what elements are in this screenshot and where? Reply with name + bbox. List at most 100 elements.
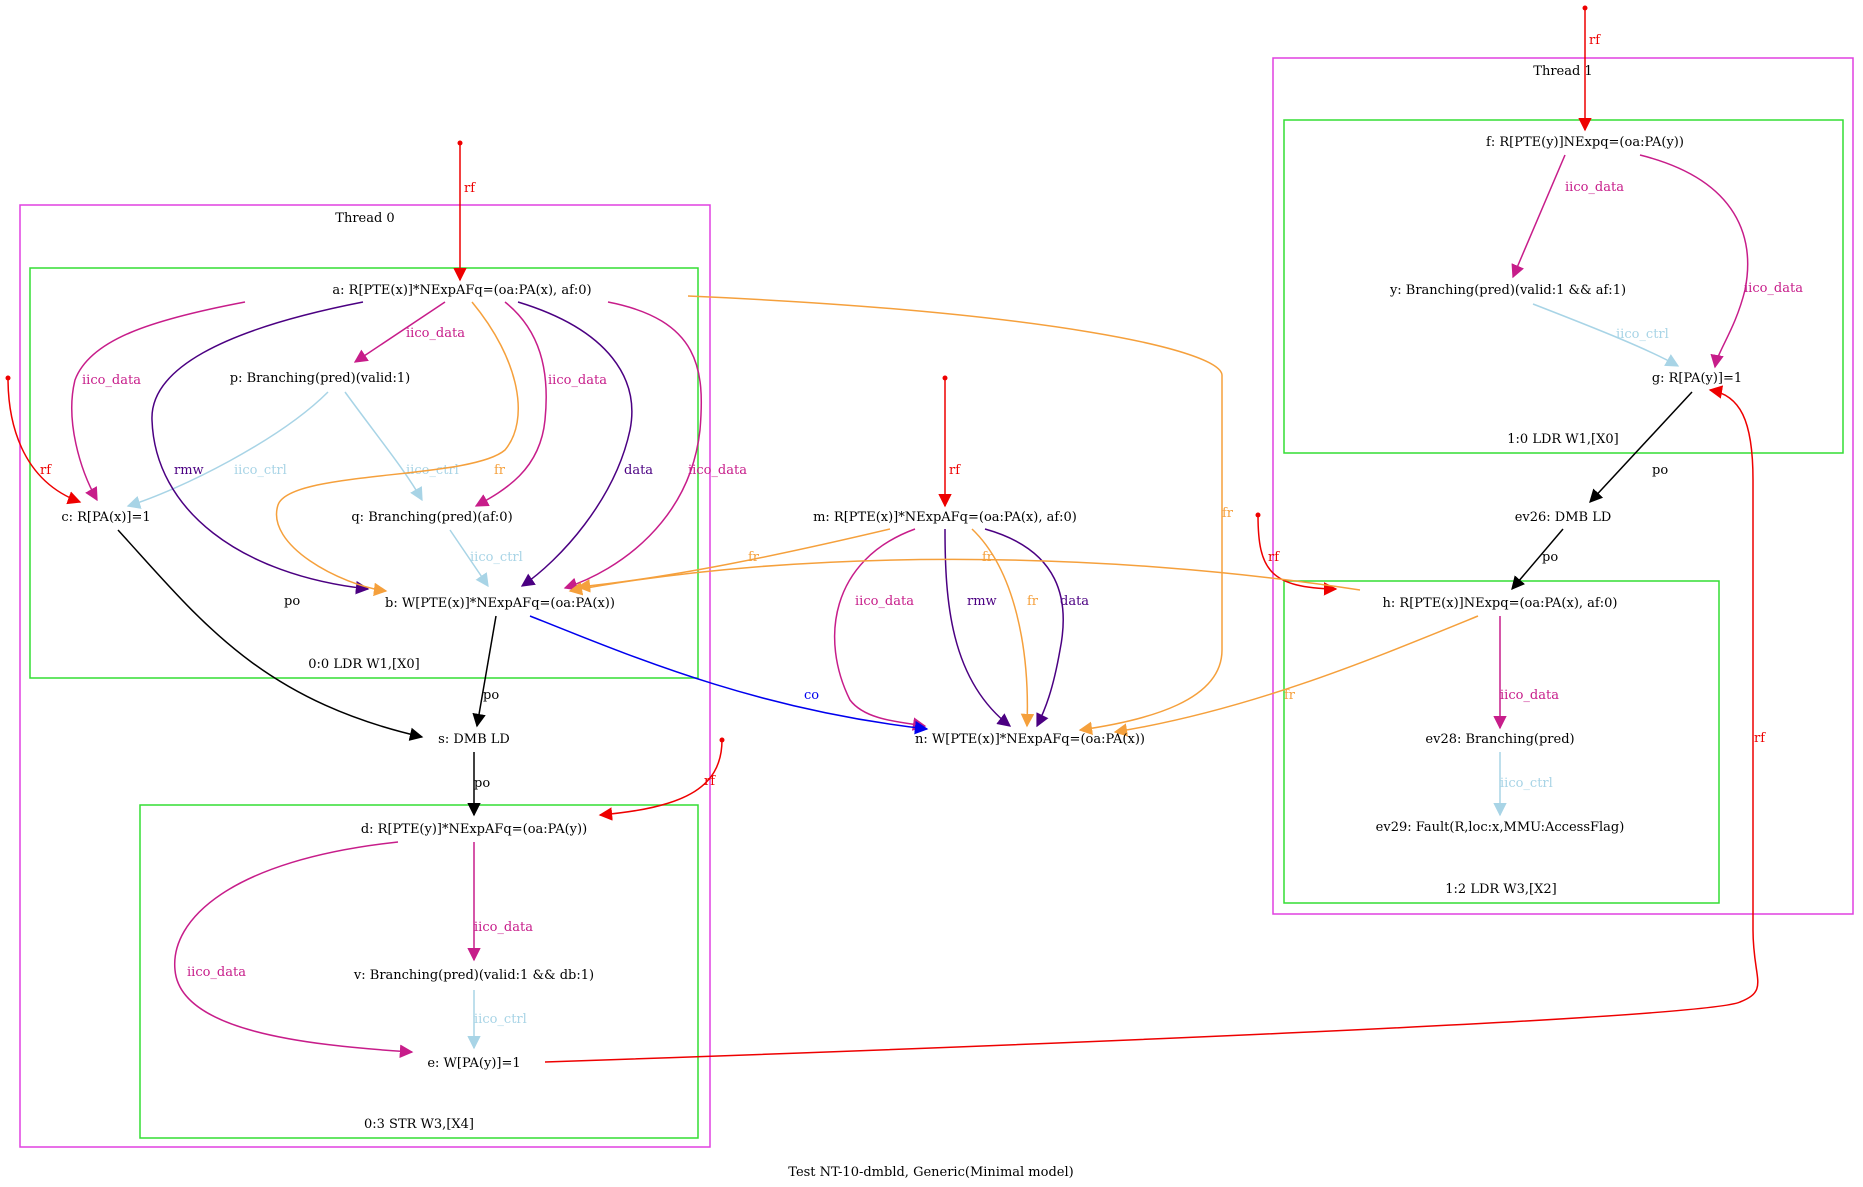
node-q: q: Branching(pred)(af:0) <box>351 510 512 525</box>
thread-1-cluster: Thread 1 <box>1272 57 1854 915</box>
node-f: f: R[PTE(y)]NExpq=(oa:PA(y)) <box>1486 135 1684 150</box>
node-v: v: Branching(pred)(valid:1 && db:1) <box>353 968 594 983</box>
edge-iico-ctrl-p-q: iico_ctrl <box>344 391 459 502</box>
iico-data-label: iico_data <box>1744 281 1803 296</box>
edge-po-c-s: po <box>117 529 424 741</box>
fr-label: fr <box>748 550 760 565</box>
iico-data-label: iico_data <box>548 373 607 388</box>
fr-label: fr <box>982 550 994 565</box>
edge-iico-data-h-ev28: iico_data <box>1493 616 1559 730</box>
edge-data-a-b: data <box>517 301 653 587</box>
po-label: po <box>284 594 300 609</box>
edge-po-s-d: po <box>467 752 490 817</box>
edge-po-g-ev26: po <box>1589 391 1693 503</box>
edge-iico-data-d-e: iico_data <box>174 841 414 1058</box>
edge-iico-ctrl-p-c: iico_ctrl <box>126 391 329 509</box>
iico-data-label: iico_data <box>187 965 246 980</box>
node-g: g: R[PA(y)]=1 <box>1652 371 1742 386</box>
node-m: m: R[PTE(x)]*NExpAFq=(oa:PA(x), af:0) <box>813 510 1077 525</box>
edge-rf-e-g: rf <box>544 385 1766 1063</box>
edge-rf-a: rf <box>453 140 476 282</box>
rf-label: rf <box>464 181 476 196</box>
instr-0-3-label: 0:3 STR W3,[X4] <box>364 1117 474 1132</box>
edge-data-m-n: data <box>984 528 1089 728</box>
edge-iico-data-a-c: iico_data <box>71 301 246 502</box>
thread-1-label: Thread 1 <box>1533 64 1592 79</box>
edge-rmw-m-n: rmw <box>944 528 1012 727</box>
edge-iico-ctrl-v-e: iico_ctrl <box>467 990 527 1050</box>
iico-ctrl-label: iico_ctrl <box>474 1012 527 1027</box>
edge-rf-d: rf <box>598 737 725 821</box>
fr-label: fr <box>494 463 506 478</box>
graph-caption: Test NT-10-dmbld, Generic(Minimal model) <box>788 1165 1073 1180</box>
edge-iico-ctrl-q-b: iico_ctrl <box>449 529 523 588</box>
edge-iico-data-a-b: iico_data <box>563 301 747 591</box>
data-label: data <box>624 463 653 478</box>
edge-iico-ctrl-ev28-ev29: iico_ctrl <box>1493 752 1553 817</box>
edge-iico-data-a-q: iico_data <box>474 301 607 507</box>
node-s: s: DMB LD <box>438 732 510 747</box>
rf-label: rf <box>949 463 961 478</box>
edge-fr-m-n: fr <box>971 528 1039 728</box>
instr-1-2-cluster: 1:2 LDR W3,[X2] <box>1283 580 1720 904</box>
rf-label: rf <box>1754 731 1766 746</box>
iico-data-label: iico_data <box>688 463 747 478</box>
fr-label: fr <box>1027 594 1039 609</box>
edge-iico-data-d-v: iico_data <box>467 842 533 962</box>
node-y: y: Branching(pred)(valid:1 && af:1) <box>1389 283 1626 298</box>
edge-rf-c: rf <box>5 375 82 505</box>
node-e: e: W[PA(y)]=1 <box>427 1056 520 1071</box>
instr-1-0-cluster: 1:0 LDR W1,[X0] <box>1283 119 1844 454</box>
instr-0-0-cluster: 0:0 LDR W1,[X0] <box>29 267 699 679</box>
edge-po-ev26-h: po <box>1511 528 1564 591</box>
instr-1-2-label: 1:2 LDR W3,[X2] <box>1445 882 1556 897</box>
po-label: po <box>1652 463 1668 478</box>
edge-fr-h-b: fr <box>568 550 1361 596</box>
edge-rf-h: rf <box>1255 512 1338 596</box>
edge-co-b-n: co <box>529 615 929 735</box>
node-b: b: W[PTE(x)]*NExpAFq=(oa:PA(x)) <box>385 596 615 611</box>
edge-iico-data-a-p: iico_data <box>353 301 465 363</box>
edge-fr-a-b: fr <box>275 301 520 597</box>
edge-po-b-s: po <box>472 615 499 728</box>
fr-label: fr <box>1222 506 1234 521</box>
thread-0-label: Thread 0 <box>335 211 394 226</box>
node-a: a: R[PTE(x)]*NExpAFq=(oa:PA(x), af:0) <box>332 283 591 298</box>
node-n: n: W[PTE(x)]*NExpAFq=(oa:PA(x)) <box>915 732 1145 747</box>
edge-iico-data-m-n: iico_data <box>833 528 927 731</box>
edge-iico-data-f-g: iico_data <box>1639 154 1803 369</box>
instr-0-0-label: 0:0 LDR W1,[X0] <box>308 657 419 672</box>
po-label: po <box>483 688 499 703</box>
rf-label: rf <box>1268 550 1280 565</box>
rf-label: rf <box>1589 33 1601 48</box>
node-ev26: ev26: DMB LD <box>1515 510 1612 525</box>
iico-data-label: iico_data <box>82 373 141 388</box>
node-ev29: ev29: Fault(R,loc:x,MMU:AccessFlag) <box>1376 820 1625 835</box>
rmw-label: rmw <box>967 594 997 609</box>
edge-rf-m: rf <box>938 375 961 508</box>
po-label: po <box>474 776 490 791</box>
edge-fr-h-n: fr <box>1113 615 1479 737</box>
rf-label: rf <box>40 463 52 478</box>
iico-data-label: iico_data <box>1500 688 1559 703</box>
iico-ctrl-label: iico_ctrl <box>234 463 287 478</box>
node-h: h: R[PTE(x)]NExpq=(oa:PA(x), af:0) <box>1383 596 1618 611</box>
node-ev28: ev28: Branching(pred) <box>1425 732 1574 747</box>
edge-rf-f: rf <box>1578 5 1601 132</box>
iico-data-label: iico_data <box>406 326 465 341</box>
data-label: data <box>1060 594 1089 609</box>
fr-label: fr <box>1284 688 1296 703</box>
thread-0-cluster: Thread 0 <box>19 204 711 1148</box>
iico-data-label: iico_data <box>1565 180 1624 195</box>
edge-iico-ctrl-y-g: iico_ctrl <box>1532 303 1680 367</box>
edge-iico-data-f-y: iico_data <box>1511 154 1624 279</box>
po-label: po <box>1542 550 1558 565</box>
rmw-label: rmw <box>174 463 204 478</box>
edge-fr-a-n: fr <box>687 295 1234 735</box>
co-label: co <box>804 688 819 703</box>
iico-ctrl-label: iico_ctrl <box>1500 776 1553 791</box>
node-p: p: Branching(pred)(valid:1) <box>230 371 410 386</box>
node-c: c: R[PA(x)]=1 <box>61 510 150 525</box>
iico-ctrl-label: iico_ctrl <box>470 550 523 565</box>
